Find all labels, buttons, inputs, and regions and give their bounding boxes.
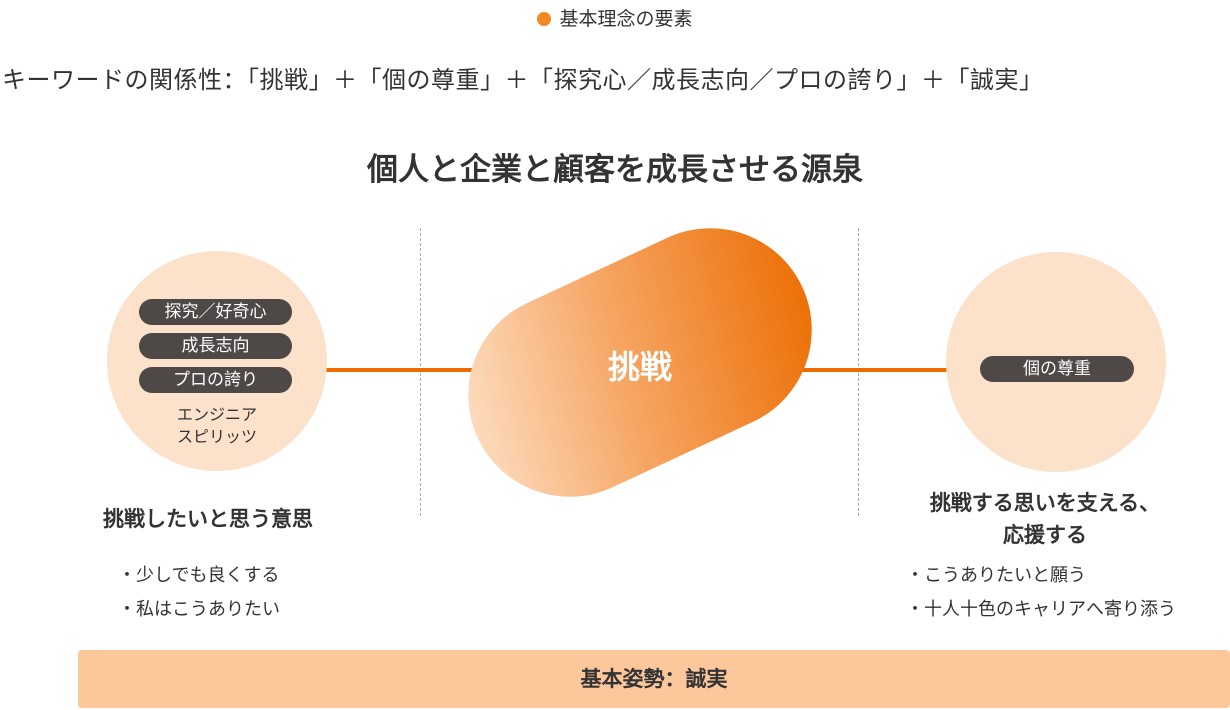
legend-label: 基本理念の要素 bbox=[559, 8, 693, 30]
keywords-line: キーワードの関係性：「挑戦」＋「個の尊重」＋「探究心／成長志向／プロの誇り」＋「… bbox=[2, 66, 1044, 94]
right-bullets: ・こうありたいと願う ・十人十色のキャリアへ寄り添う bbox=[906, 559, 1176, 627]
connector-left bbox=[320, 368, 480, 372]
caption-line: スピリッツ bbox=[176, 427, 257, 446]
engineer-spirit-circle bbox=[107, 251, 327, 471]
bullet-item: ・少しでも良くする bbox=[118, 565, 280, 586]
bullet-item: ・十人十色のキャリアへ寄り添う bbox=[906, 599, 1176, 620]
caption-line: エンジニア bbox=[176, 405, 257, 424]
diagram-title: 個人と企業と顧客を成長させる源泉 bbox=[367, 152, 863, 188]
orange-dot-icon bbox=[537, 12, 552, 26]
heading-line: 応援する bbox=[1003, 523, 1087, 547]
bullet-item: ・こうありたいと願う bbox=[906, 565, 1086, 586]
challenge-label: 挑戦 bbox=[607, 348, 672, 386]
left-bullets: ・少しでも良くする ・私はこうありたい bbox=[118, 559, 280, 627]
heading-line: 挑戦する思いを支える、 bbox=[929, 491, 1161, 515]
right-heading: 挑戦する思いを支える、 応援する bbox=[880, 487, 1210, 551]
divider-right bbox=[858, 228, 859, 516]
tag-curiosity: 探究／好奇心 bbox=[139, 299, 292, 325]
tag-respect: 個の尊重 bbox=[980, 356, 1134, 382]
legend: 基本理念の要素 bbox=[0, 4, 1230, 31]
tag-pride: プロの誇り bbox=[139, 367, 292, 393]
engineer-spirit-caption: エンジニア スピリッツ bbox=[137, 404, 297, 448]
base-attitude-bar: 基本姿勢：誠実 bbox=[78, 650, 1230, 708]
connector-right bbox=[800, 368, 950, 372]
tag-growth: 成長志向 bbox=[139, 333, 292, 359]
divider-left bbox=[420, 228, 421, 516]
left-heading: 挑戦したいと思う意思 bbox=[103, 507, 313, 531]
bullet-item: ・私はこうありたい bbox=[118, 599, 280, 620]
